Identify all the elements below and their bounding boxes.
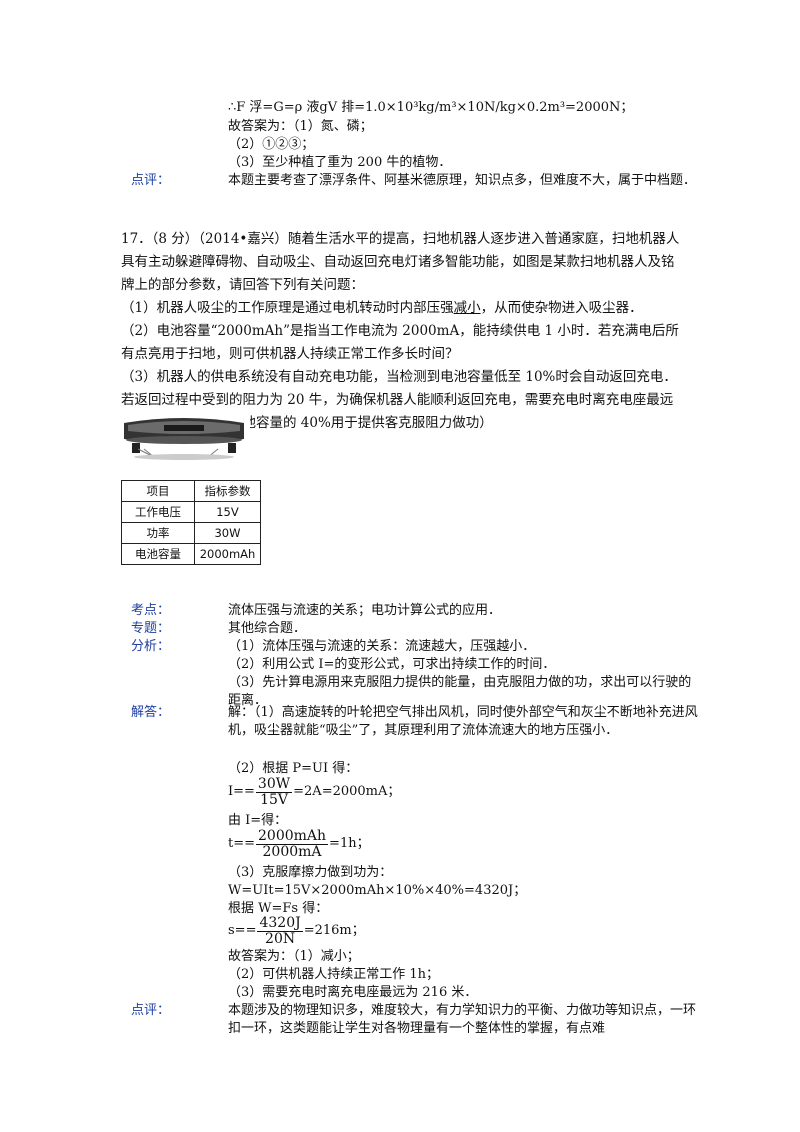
table-cell: 工作电压 xyxy=(121,501,195,523)
jieda-2: （2）根据 P=UI 得： xyxy=(228,761,359,776)
fenxi-2: （2）利用公式 I=的变形公式，可求出持续工作的时间． xyxy=(228,657,556,672)
jieda-4: （3）克服摩擦力做到功为： xyxy=(228,865,393,880)
table-cell: 2000mAh xyxy=(194,543,261,565)
final-answer-3: （3）需要充电时离充电座最远为 216 米． xyxy=(228,985,478,1000)
jieda-1: 解：（1）高速旋转的叶轮把空气排出风机，同时使外部空气和灰尘不断地补充进风机，吸… xyxy=(228,705,698,738)
final-answer-intro: 故答案为：（1）减小； xyxy=(228,949,360,964)
jieda-label: 解答： xyxy=(131,705,171,720)
fenxi-1: （1）流体压强与流速的关系：流速越大，压强越小． xyxy=(228,639,536,654)
fenxi-3: （3）先计算电源用来克服阻力提供的能量，由克服阻力做的功，求出可以行驶的距离． xyxy=(228,675,692,708)
jieda-5: 根据 W=Fs 得： xyxy=(228,901,329,916)
question-part-1: （1）机器人吸尘的工作原理是通过电机转动时内部压强减小，从而使杂物进入吸尘器． xyxy=(121,300,643,316)
final-answer-2: （2）可供机器人持续正常工作 1h； xyxy=(228,967,440,982)
table-row: 电池容量 2000mAh xyxy=(121,543,261,565)
fenxi-label: 分析： xyxy=(131,639,171,654)
table-row: 项目 指标参数 xyxy=(121,480,261,502)
equation-work: W=UIt=15V×2000mAh×10%×40%=4320J； xyxy=(228,883,527,898)
table-row: 工作电压 15V xyxy=(121,501,261,523)
zhuanti-label: 专题： xyxy=(131,621,171,636)
zhuanti-text: 其他综合题． xyxy=(228,621,307,636)
question-part-2: （2）电池容量“2000mAh”是指当工作电流为 2000mA，能持续供电 1 … xyxy=(121,323,679,362)
answer-blank: 减小 xyxy=(453,300,481,316)
final-comment-label: 点评： xyxy=(131,1003,171,1018)
kaodian-label: 考点： xyxy=(131,603,171,618)
table-row: 功率 30W xyxy=(121,522,261,544)
table-cell: 功率 xyxy=(121,522,195,544)
final-comment-text: 本题涉及的物理知识多，难度较大，有力学知识力的平衡、力做功等知识点，一环扣一环，… xyxy=(228,1003,697,1036)
table-cell: 15V xyxy=(194,501,261,523)
table-cell: 30W xyxy=(194,522,261,544)
answer-intro: 故答案为：（1）氮、磷； xyxy=(228,119,373,134)
answer-part-3: （3）至少种植了重为 200 牛的植物． xyxy=(228,155,452,170)
kaodian-text: 流体压强与流速的关系；电功计算公式的应用． xyxy=(228,603,502,618)
table-header-cell: 项目 xyxy=(121,480,195,502)
comment-text: 本题主要考查了漂浮条件、阿基米德原理，知识点多，但难度不大，属于中档题． xyxy=(228,173,697,188)
buoyancy-equation: ∴F 浮=G=ρ 液gV 排=1.0×10³kg/m³×10N/kg×0.2m³… xyxy=(228,100,634,115)
question-stem: 17．（8 分）（2014•嘉兴）随着生活水平的提高，扫地机器人逐步进入普通家庭… xyxy=(121,231,680,293)
spec-table: 项目 指标参数 工作电压 15V 功率 30W 电池容量 2000mAh xyxy=(121,480,261,565)
jieda-3: 由 I=得： xyxy=(228,813,288,828)
answer-part-2: （2）①②③； xyxy=(228,137,315,152)
comment-label: 点评： xyxy=(131,173,171,188)
robot-vacuum-image xyxy=(118,413,250,465)
table-header-cell: 指标参数 xyxy=(194,480,261,502)
question-17: 17．（8 分）（2014•嘉兴）随着生活水平的提高，扫地机器人逐步进入普通家庭… xyxy=(121,228,681,435)
table-cell: 电池容量 xyxy=(121,543,195,565)
